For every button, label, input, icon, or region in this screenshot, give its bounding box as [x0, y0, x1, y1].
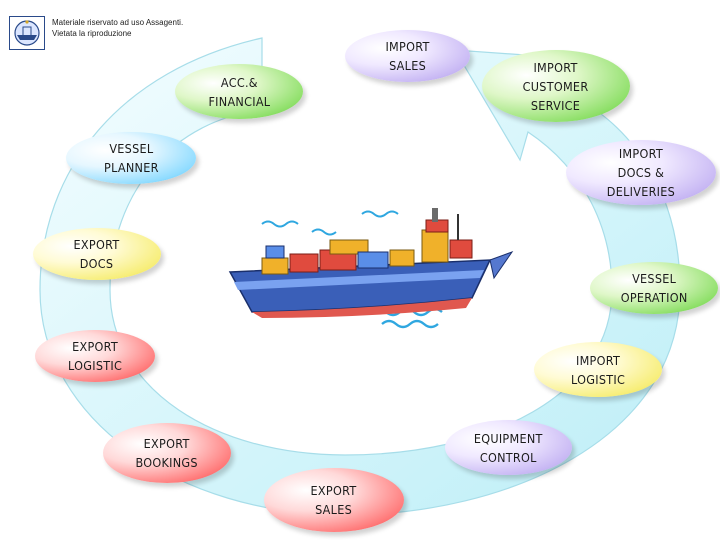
node-import-docs-deliveries-label: IMPORT DOCS & DELIVERIES	[606, 146, 676, 199]
node-import-customer-service: IMPORT CUSTOMER SERVICE	[482, 50, 630, 122]
node-export-logistic: EXPORT LOGISTIC	[35, 330, 155, 382]
container-ship-illustration	[228, 208, 514, 329]
node-equipment-control: EQUIPMENT CONTROL	[445, 420, 572, 475]
node-vessel-planner-label: VESSEL PLANNER	[103, 141, 159, 175]
node-export-docs: EXPORT DOCS	[33, 228, 161, 280]
notice-line-1: Materiale riservato ad uso Assagenti.	[52, 18, 184, 27]
node-vessel-operation: VESSEL OPERATION	[590, 262, 718, 314]
node-acc-financial: ACC.& FINANCIAL	[175, 64, 303, 119]
node-import-logistic: IMPORT LOGISTIC	[534, 342, 662, 397]
node-vessel-planner: VESSEL PLANNER	[66, 132, 196, 184]
node-export-logistic-label: EXPORT LOGISTIC	[67, 339, 123, 373]
node-equipment-control-label: EQUIPMENT CONTROL	[474, 430, 543, 465]
copyright-notice: Materiale riservato ad uso Assagenti. Vi…	[52, 17, 183, 39]
node-export-sales-label: EXPORT SALES	[311, 483, 357, 517]
node-import-sales: IMPORT SALES	[345, 30, 470, 82]
node-vessel-operation-label: VESSEL OPERATION	[620, 271, 688, 305]
node-export-docs-label: EXPORT DOCS	[74, 237, 120, 271]
node-export-bookings: EXPORT BOOKINGS	[103, 423, 231, 483]
node-import-sales-label: IMPORT SALES	[385, 39, 430, 73]
assagenti-logo-icon	[9, 16, 45, 50]
node-export-sales: EXPORT SALES	[264, 468, 404, 532]
node-import-logistic-label: IMPORT LOGISTIC	[570, 352, 626, 387]
node-import-docs-deliveries: IMPORT DOCS & DELIVERIES	[566, 140, 716, 205]
node-import-customer-service-label: IMPORT CUSTOMER SERVICE	[523, 59, 589, 113]
node-export-bookings-label: EXPORT BOOKINGS	[135, 436, 199, 470]
notice-line-2: Vietata la riproduzione	[52, 29, 132, 38]
node-acc-financial-label: ACC.& FINANCIAL	[208, 74, 270, 109]
